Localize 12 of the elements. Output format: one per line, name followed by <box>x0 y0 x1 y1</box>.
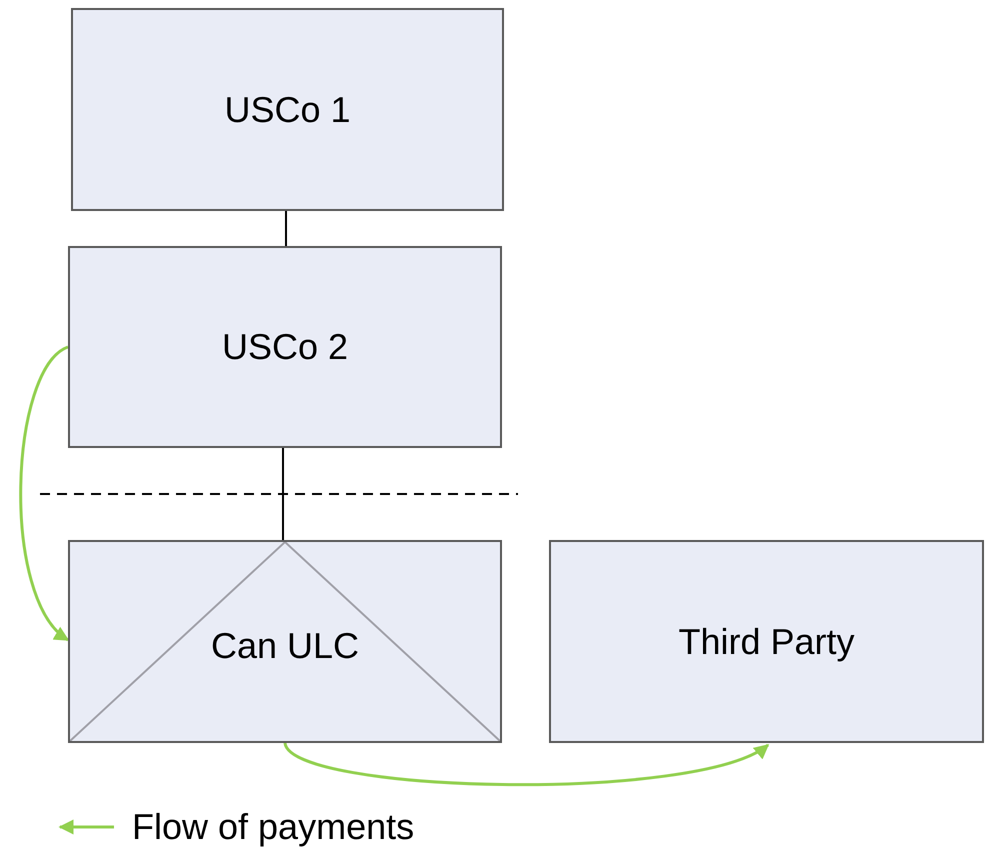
entity-box <box>549 540 984 743</box>
connector-line <box>282 448 284 540</box>
entity-name: Third Party <box>678 620 855 662</box>
connector-line <box>285 211 287 246</box>
curved-arrow <box>284 742 770 786</box>
entity-box <box>68 246 502 448</box>
entity-name: USCo 2 <box>222 326 348 368</box>
entity-name: USCo 1 <box>224 88 351 130</box>
curved-arrow <box>19 346 70 642</box>
entity-name: Can ULC <box>210 624 360 666</box>
entity-box <box>71 8 504 211</box>
legend-label: Flow of payments <box>132 806 414 848</box>
